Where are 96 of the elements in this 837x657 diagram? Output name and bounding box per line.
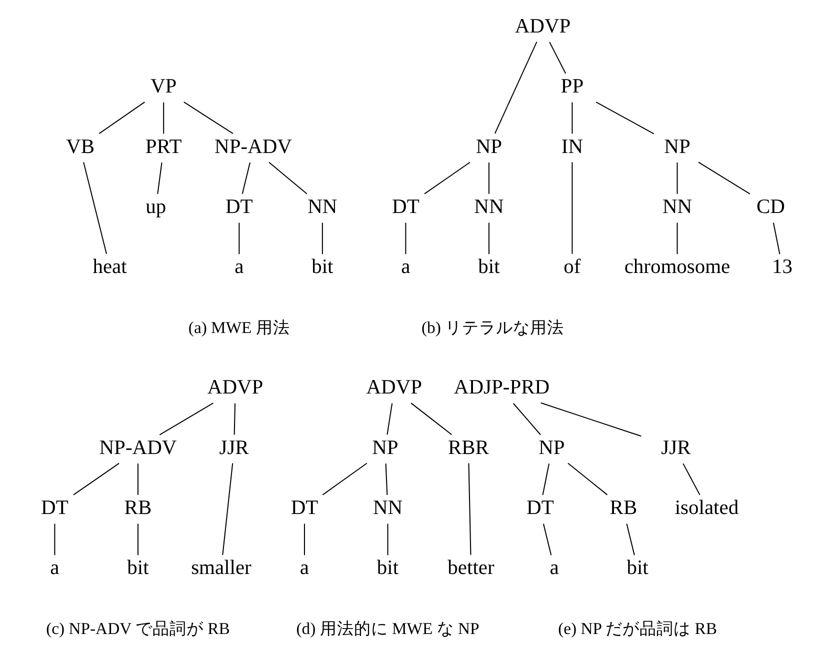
node-text: ADVP xyxy=(514,15,571,38)
node-text: a xyxy=(234,256,244,278)
node-text: ADJP-PRD xyxy=(454,376,550,399)
node-text: bit xyxy=(127,557,149,580)
node-text: NN xyxy=(662,196,692,218)
node-text: NP xyxy=(664,136,690,158)
node-text: bit xyxy=(376,557,399,580)
connector xyxy=(424,162,470,194)
connector xyxy=(222,463,234,555)
node-text: JJR xyxy=(219,436,249,459)
connector xyxy=(676,222,678,254)
node-text: NP-ADV xyxy=(99,436,177,459)
node-text: DT xyxy=(290,496,318,519)
node-text: better xyxy=(448,557,494,580)
connector xyxy=(242,162,250,194)
label: (b) リテラルな用法 xyxy=(422,318,564,337)
connector xyxy=(468,463,472,555)
connector xyxy=(159,402,214,436)
connector xyxy=(676,162,678,194)
connector xyxy=(322,462,368,496)
label: (c) NP-ADV で品詞が RB xyxy=(46,618,230,638)
node-text: a xyxy=(550,557,559,580)
node-text: ADVP xyxy=(207,376,264,399)
node-text: NP xyxy=(538,436,565,459)
label: (d) 用法的に MWE な NP xyxy=(296,618,480,638)
node-text: JJR xyxy=(661,436,691,459)
node-text: heat xyxy=(92,256,127,278)
node-text: a xyxy=(401,256,410,278)
node-text: IN xyxy=(561,136,584,158)
connector xyxy=(542,463,550,496)
node-text: 13 xyxy=(772,256,793,278)
node-text: DT xyxy=(226,196,253,218)
node-text: PRT xyxy=(145,136,182,158)
connector xyxy=(54,524,56,556)
connector xyxy=(549,42,566,74)
node-text: PP xyxy=(560,76,584,98)
node-text: NP xyxy=(476,136,502,158)
label: (e) NP だが品詞は RB xyxy=(558,618,717,638)
connector xyxy=(488,162,490,194)
node-text: a xyxy=(50,557,60,580)
connector xyxy=(494,42,538,134)
connector xyxy=(238,222,240,254)
node-text: chromosome xyxy=(624,256,730,278)
node-text: a xyxy=(300,557,310,580)
connector xyxy=(698,162,750,194)
connector xyxy=(304,524,305,556)
node-text: bit xyxy=(478,256,500,278)
connector xyxy=(268,162,308,194)
node-text: NN xyxy=(372,496,403,519)
connector xyxy=(405,222,406,254)
connector xyxy=(387,524,388,556)
node-text: DT xyxy=(392,196,420,218)
connector xyxy=(772,222,780,254)
connector xyxy=(73,462,120,496)
node-text: smaller xyxy=(191,557,252,580)
node-text: isolated xyxy=(674,496,739,519)
connector xyxy=(137,524,138,556)
connector xyxy=(568,462,608,496)
node-text: bit xyxy=(312,256,334,278)
connector xyxy=(163,102,164,134)
connector xyxy=(572,102,573,134)
node-text: NN xyxy=(308,196,338,218)
node-text: NP-ADV xyxy=(214,136,292,158)
connector xyxy=(385,464,388,495)
connector xyxy=(596,102,654,134)
node-text: NP xyxy=(372,436,398,459)
connector xyxy=(234,403,236,435)
connector xyxy=(488,222,490,254)
connector xyxy=(386,403,393,435)
node-text: RBR xyxy=(448,436,489,459)
connector xyxy=(626,524,635,556)
connector xyxy=(410,402,452,435)
node-text: VB xyxy=(66,136,95,158)
connector xyxy=(540,402,642,437)
node-text: NN xyxy=(474,196,504,218)
node-text: of xyxy=(564,256,581,278)
node-text: bit xyxy=(626,557,648,580)
connector xyxy=(137,464,138,495)
node-text: DT xyxy=(41,496,68,519)
label: (a) MWE 用法 xyxy=(188,318,290,337)
connector xyxy=(322,222,323,254)
connector xyxy=(572,162,573,254)
connector xyxy=(98,102,145,134)
node-text: RB xyxy=(124,496,152,519)
connector xyxy=(512,403,541,436)
node-text: VP xyxy=(150,76,177,98)
node-text: CD xyxy=(756,196,785,218)
connector xyxy=(83,162,107,254)
node-text: ADVP xyxy=(366,376,422,399)
node-text: RB xyxy=(610,496,638,519)
node-text: DT xyxy=(526,496,554,519)
node-text: up xyxy=(146,196,166,218)
connector xyxy=(682,463,700,496)
connector xyxy=(157,162,162,194)
connector xyxy=(184,102,234,134)
connector xyxy=(542,524,552,556)
